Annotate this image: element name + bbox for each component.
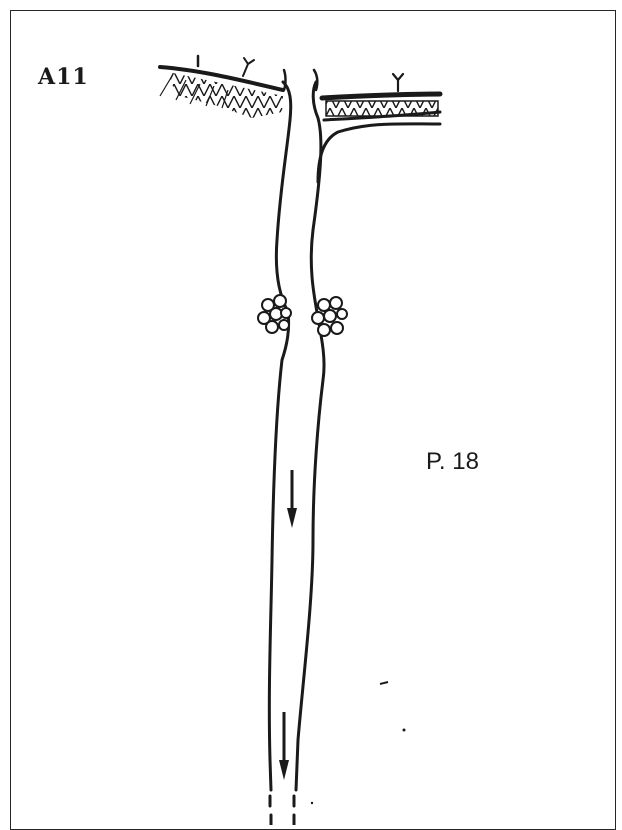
duct-continuation: [270, 796, 294, 825]
duct-left-wall: [269, 82, 290, 790]
down-arrow-icon: [287, 470, 297, 528]
down-arrow-icon: [279, 712, 289, 780]
duct-branch: [318, 124, 440, 182]
specks: [311, 682, 406, 804]
right-surface-layer: [322, 74, 440, 120]
duct-right-wall: [296, 82, 324, 790]
left-surface-layer: [160, 56, 283, 118]
left-cell-cluster-icon: [258, 295, 291, 333]
right-cell-cluster-icon: [312, 297, 347, 336]
